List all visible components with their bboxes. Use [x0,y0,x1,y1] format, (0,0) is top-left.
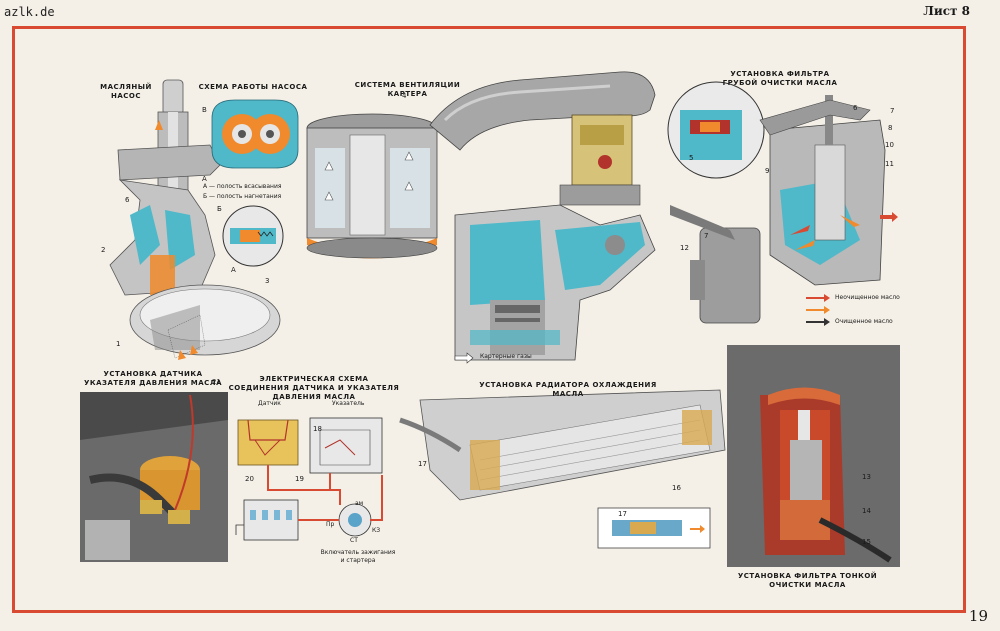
carburetor-illustration [559,114,641,206]
callout-11: 11 [885,160,894,168]
coarse-filter-caption: УСТАНОВКА ФИЛЬТРА ГРУБОЙ ОЧИСТКИ МАСЛА [722,70,838,87]
callout-13: 13 [862,473,871,481]
callout-9: 9 [765,167,770,175]
callout-17: 17 [418,460,427,468]
legend-uncleaned-label: Неочищенное масло [835,294,900,301]
wiring-diagram [235,417,383,541]
callout-3: 3 [265,277,270,285]
coarse-filter-legend-arrows [806,294,830,326]
callout-18: 18 [313,425,322,433]
wire-am-label: ам [355,500,364,507]
page-frame [12,26,966,613]
sensor-install-photo [80,392,228,562]
pump-legend-a: А — полость всасывания [203,183,282,190]
pump-legend-b: Б — полость нагнетания [203,193,282,200]
callout-20: 20 [245,475,254,483]
fine-filter-caption: УСТАНОВКА ФИЛЬТРА ТОНКОЙ ОЧИСТКИ МАСЛА [737,572,878,589]
callout-17b: 17 [618,510,627,518]
callout-6: 6 [125,196,130,204]
callout-21: 21 [212,378,221,386]
wiring-caption: ЭЛЕКТРИЧЕСКАЯ СХЕМА СОЕДИНЕНИЯ ДАТЧИКА И… [228,375,400,401]
crankcase-vent-caption: СИСТЕМА ВЕНТИЛЯЦИИ КАРТЕРА [354,81,461,98]
legend-cleaned-label: Очищенное масло [835,318,893,325]
callout-14: 14 [862,507,871,515]
callout-2: 2 [101,246,106,254]
callout-5: 5 [689,154,694,162]
callout-8: 8 [888,124,893,132]
air-cleaner-illustration [306,113,438,259]
callout-1: 1 [116,340,121,348]
callout-7: 7 [890,107,895,115]
callout-12: 12 [680,244,689,252]
callout-7b: 7 [704,232,709,240]
sensor-install-caption: УСТАНОВКА ДАТЧИКА УКАЗАТЕЛЯ ДАВЛЕНИЯ МАС… [83,370,222,387]
radiator-caption: УСТАНОВКА РАДИАТОРА ОХЛАЖДЕНИЯ МАСЛА [479,381,657,398]
page-number: 19 [968,607,988,625]
callout-10: 10 [885,141,894,149]
callout-16: 16 [672,484,681,492]
wire-pr-label: Пр [326,521,335,528]
coarse-filter-detail [667,81,765,179]
site-watermark: azlk.de [4,5,55,19]
letter-b: Б [217,205,222,213]
wire-kz-label: КЗ [372,527,381,534]
oil-pump-illustration [109,79,281,360]
ignition-switch-label: Включатель зажигания и стартера [320,549,396,564]
callout-19: 19 [295,475,304,483]
fine-filter-photo [727,345,900,567]
sensor-label: Датчик [258,400,281,407]
crankcase-gases-label: Картерные газы [480,353,532,360]
callout-6b: 6 [853,104,858,112]
gauge-label: Указатель [332,400,365,407]
letter-a: А [202,175,207,183]
coarse-filter-body [759,95,898,286]
coarse-filter-housing-photo [670,205,761,324]
letter-v: В [202,106,207,114]
engine-section-illustration [454,204,656,361]
callout-15: 15 [862,538,871,546]
sheet-label: Лист 8 [923,4,970,18]
vent-hose-illustration [429,71,656,151]
vent-arrows [324,151,474,364]
pump-gears-scheme [211,99,299,169]
callout-4: 4 [402,92,407,100]
relief-valve-detail [222,205,284,267]
pump-scheme-caption: СХЕМА РАБОТЫ НАСОСА [198,83,308,91]
letter-a-2: А [231,266,236,274]
wire-st-label: СТ [350,537,358,544]
oil-pump-caption: МАСЛЯНЫЙ НАСОС [100,83,152,100]
oil-cooler-radiator [399,389,726,549]
